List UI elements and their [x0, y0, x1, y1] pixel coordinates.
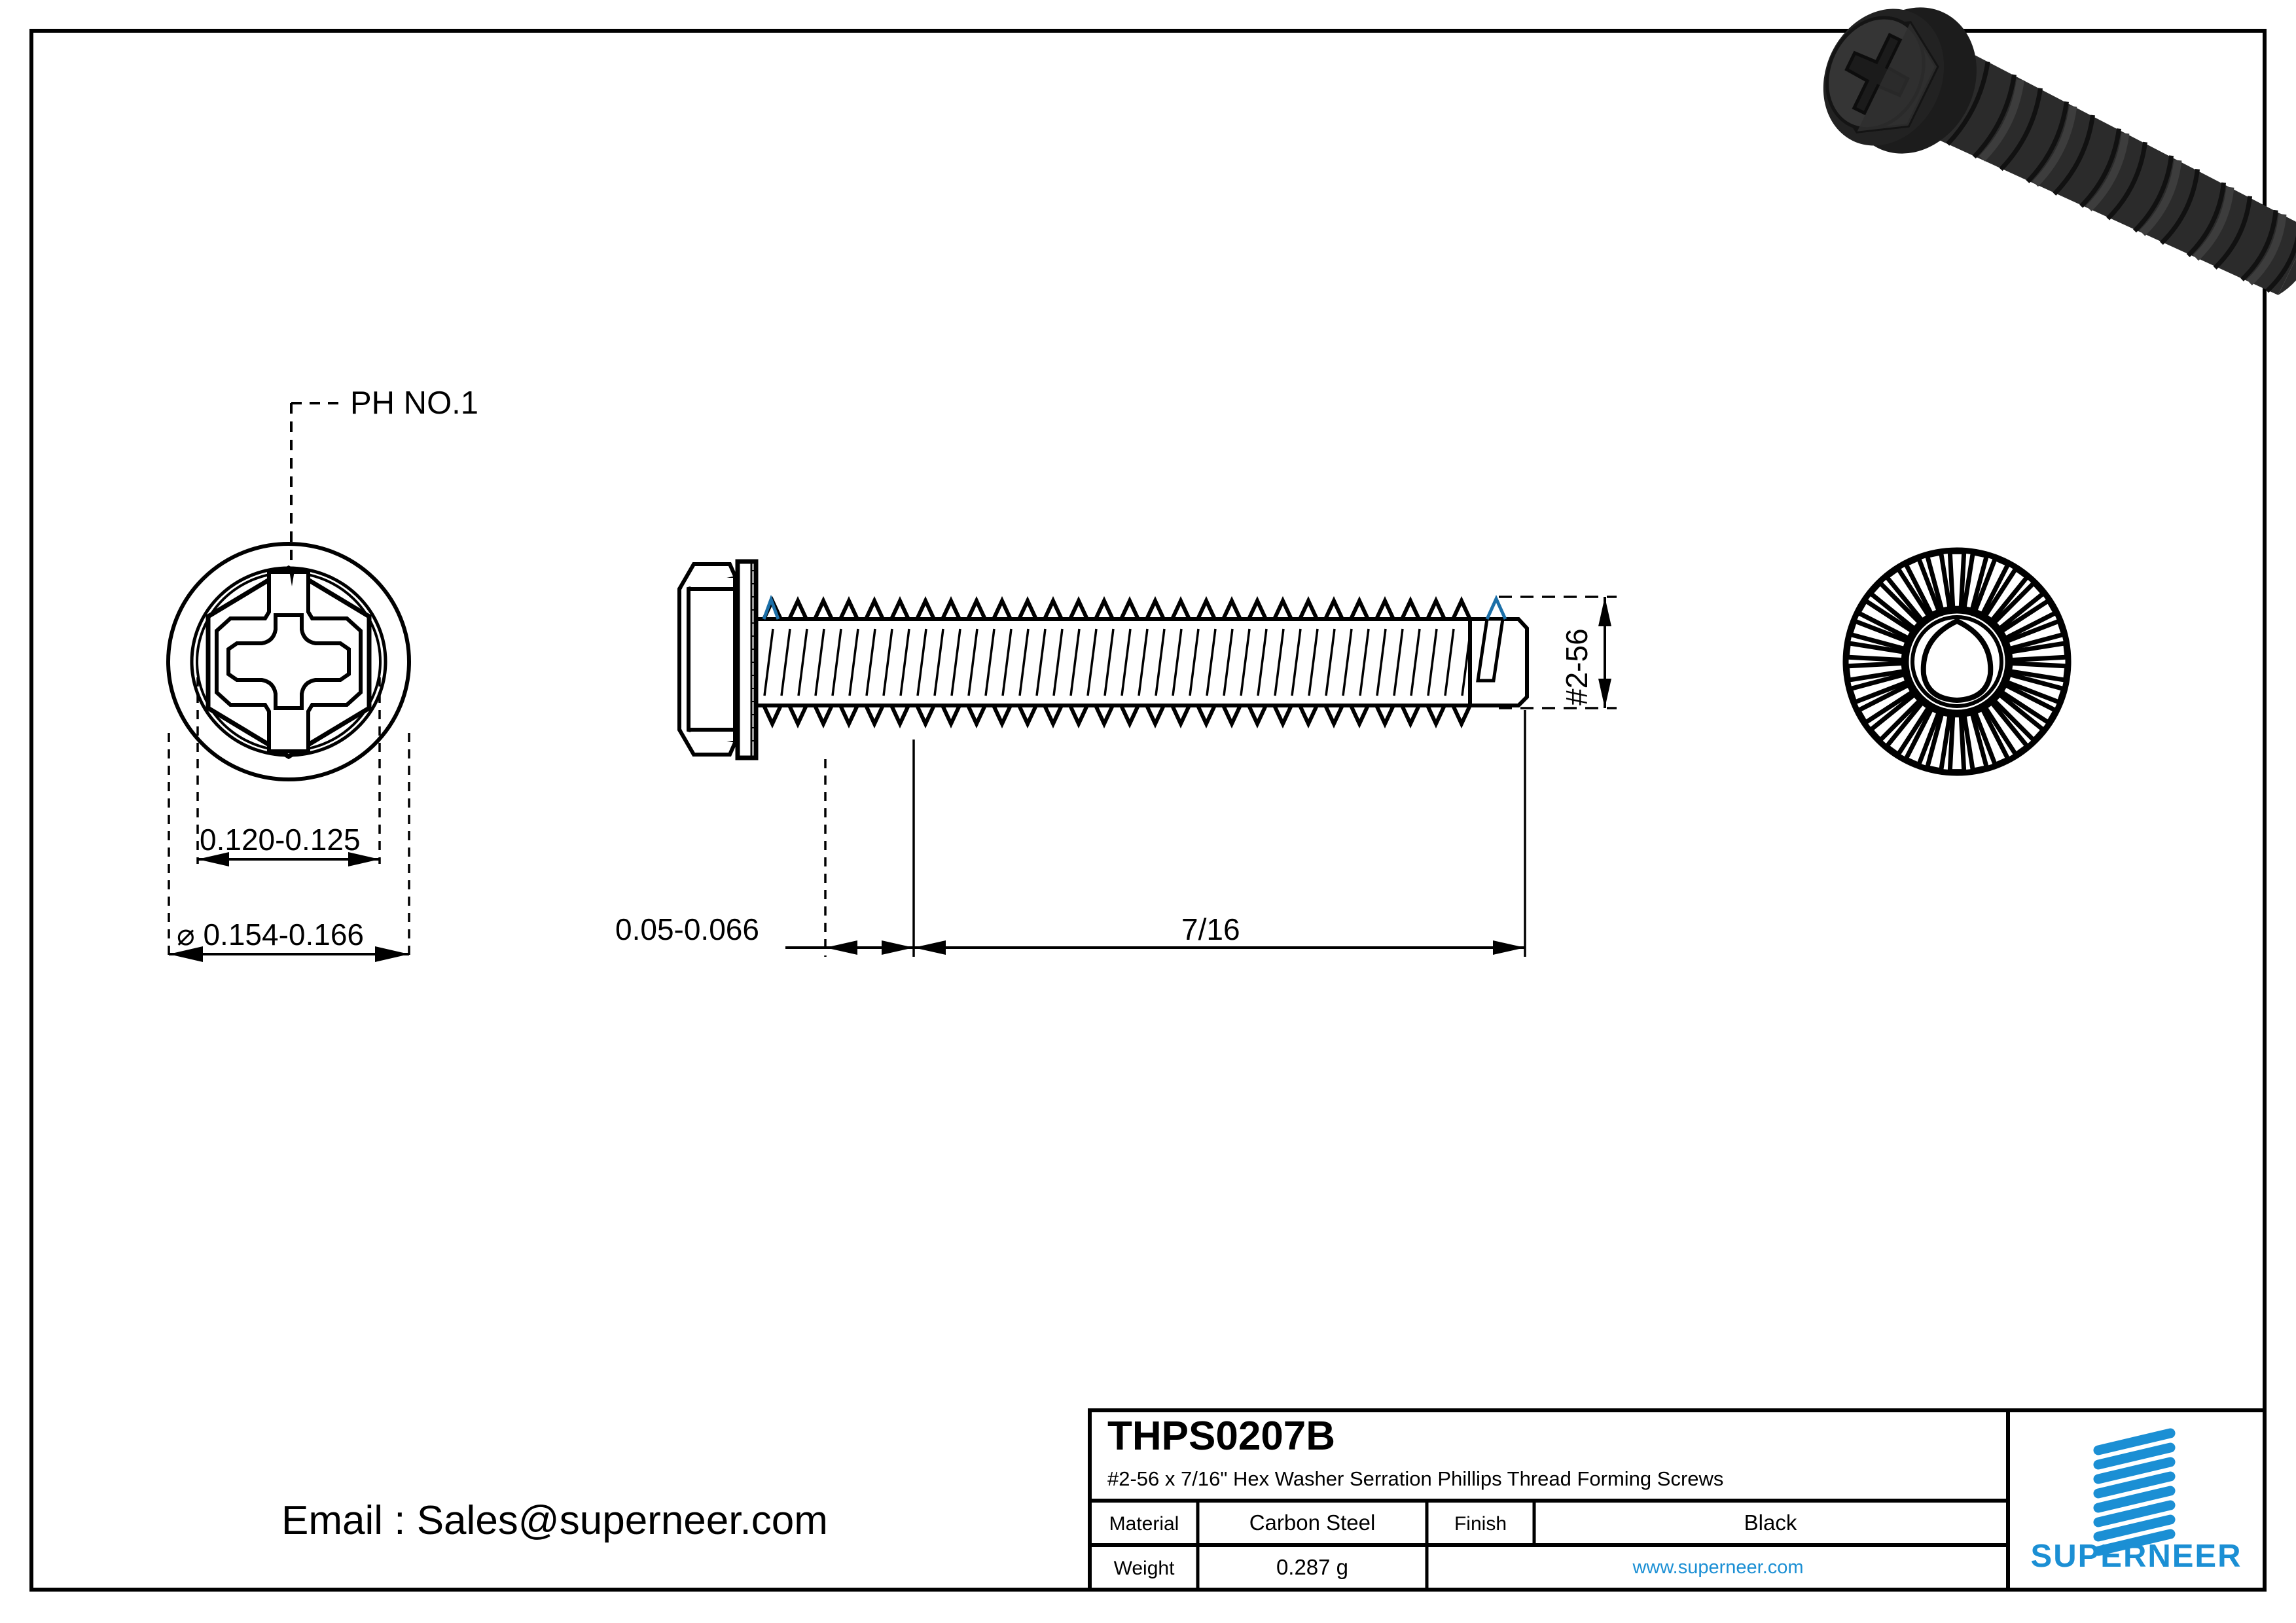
- contact-email: Email : Sales@superneer.com: [281, 1497, 828, 1544]
- ph-callout-leader: [289, 402, 342, 586]
- weight-value: 0.287 g: [1276, 1555, 1348, 1579]
- logo-bar: [2093, 1457, 2176, 1484]
- logo-bar: [2093, 1529, 2176, 1556]
- logo-bar: [2093, 1428, 2176, 1455]
- side-view: #2-56 0.05-0.066 7/16: [615, 559, 1617, 957]
- head-dia-label: ⌀ 0.154-0.166: [177, 918, 364, 952]
- ph-callout-label: PH NO.1: [350, 385, 478, 421]
- screw-3d-render: [1823, 7, 2296, 295]
- logo-bar: [2093, 1486, 2176, 1513]
- thread-size-dim: [1499, 596, 1617, 709]
- weight-label: Weight: [1114, 1558, 1175, 1579]
- finish-value: Black: [1744, 1510, 1797, 1535]
- material-label: Material: [1109, 1513, 1179, 1535]
- contact-email-label: Email : Sales@superneer.com: [281, 1498, 828, 1543]
- head-thickness-label: 0.05-0.066: [615, 912, 759, 946]
- brand-name: SUPERNEER: [2031, 1539, 2242, 1574]
- length-dims: [785, 710, 1526, 957]
- website-link[interactable]: www.superneer.com: [1632, 1557, 1803, 1578]
- logo-bar: [2093, 1471, 2176, 1499]
- thread-size-label: #2-56: [1560, 628, 1594, 705]
- part-number: THPS0207B: [1107, 1414, 1335, 1459]
- sheet-border: [29, 29, 2267, 1592]
- logo-bar: [2093, 1442, 2176, 1470]
- recess-dim-label: 0.120-0.125: [200, 823, 361, 857]
- title-block: THPS0207B #2-56 x 7/16" Hex Washer Serra…: [1088, 1408, 2267, 1592]
- serration-view: [1842, 547, 2072, 776]
- recess-dim: [196, 677, 381, 866]
- head-dia-dim: [168, 733, 410, 962]
- length-label: 7/16: [1181, 912, 1240, 946]
- logo-bar: [2093, 1514, 2176, 1542]
- finish-label: Finish: [1454, 1513, 1507, 1535]
- part-description: #2-56 x 7/16" Hex Washer Serration Phill…: [1107, 1467, 1723, 1490]
- material-value: Carbon Steel: [1249, 1510, 1376, 1535]
- logo-bar: [2093, 1500, 2176, 1527]
- head-view: PH NO.1 0.120-0.125 ⌀ 0.154-0.166: [166, 385, 478, 962]
- brand-logo: SUPERNEER: [2031, 1428, 2242, 1574]
